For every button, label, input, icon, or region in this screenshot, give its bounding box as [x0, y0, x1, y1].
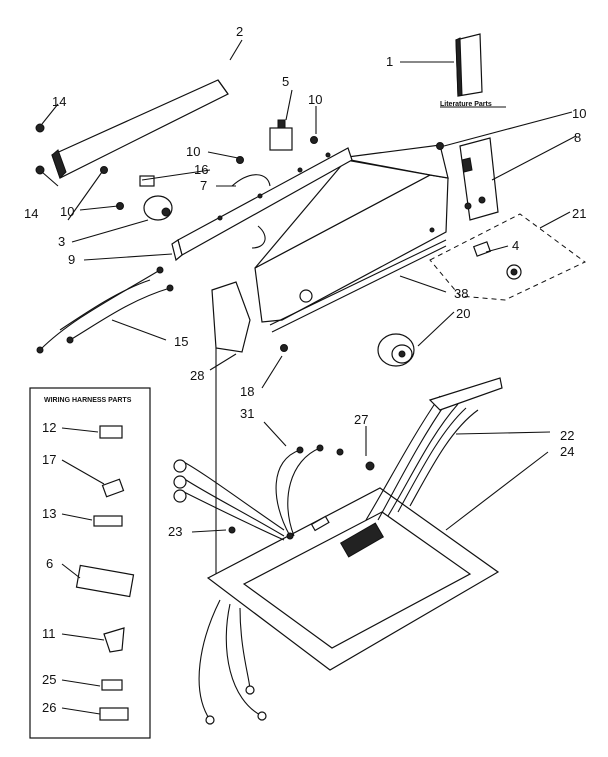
screw-10c [236, 156, 244, 164]
switch [269, 119, 293, 151]
console [254, 144, 449, 333]
callout-14-bottom: 14 [24, 206, 38, 221]
callout-14-top: 14 [52, 94, 66, 109]
callout-4: 4 [512, 238, 519, 253]
screw-10d [310, 136, 318, 144]
harness-15 [36, 266, 174, 354]
dashed-box-21 [429, 213, 586, 301]
callout-22: 22 [560, 428, 574, 443]
callout-10-cap: 10 [572, 106, 586, 121]
callout-23: 23 [168, 524, 182, 539]
callout-28: 28 [190, 368, 204, 383]
callout-25: 25 [42, 672, 56, 687]
callout-1: 1 [386, 54, 393, 69]
callout-13: 13 [42, 506, 56, 521]
end-panel [211, 281, 251, 580]
light-socket [472, 241, 522, 280]
harness-22 [365, 377, 503, 521]
harness-left [173, 459, 285, 541]
callout-2: 2 [236, 24, 243, 39]
screw-27 [365, 461, 375, 471]
callout-24: 24 [560, 444, 574, 459]
callout-21: 21 [572, 206, 586, 221]
harness-bottom [198, 599, 267, 725]
callout-5: 5 [282, 74, 289, 89]
callout-12: 12 [42, 420, 56, 435]
callout-20: 20 [456, 306, 470, 321]
top-panel [206, 487, 500, 671]
screw-10e [436, 142, 444, 150]
callout-27: 27 [354, 412, 368, 427]
screw-14-top [35, 123, 45, 133]
timer [139, 175, 173, 221]
bracket [171, 147, 353, 262]
screw-23 [228, 526, 236, 534]
callout-26: 26 [42, 700, 56, 715]
callout-31: 31 [240, 406, 254, 421]
callout-3: 3 [58, 234, 65, 249]
callout-18: 18 [240, 384, 254, 399]
callout-38: 38 [454, 286, 468, 301]
callout-numbers: 2 1 14 14 5 10 10 10 10 16 7 3 9 8 21 4 … [24, 24, 586, 715]
literature-label: Literature Parts [440, 101, 492, 108]
callout-16: 16 [194, 162, 208, 177]
leader-lines [41, 39, 577, 715]
harness-31 [275, 444, 344, 540]
callout-17: 17 [42, 452, 56, 467]
screw-10a [100, 166, 108, 174]
callout-9: 9 [68, 252, 75, 267]
callout-11: 11 [42, 626, 56, 641]
knob [377, 333, 415, 367]
harness-parts-box: WIRING HARNESS PARTS [29, 387, 151, 739]
literature-parts: Literature Parts [440, 33, 506, 108]
screw-18 [280, 344, 288, 352]
callout-10-bracket: 10 [186, 144, 200, 159]
callout-8: 8 [574, 130, 581, 145]
end-cap [459, 137, 499, 221]
control-panel-back [51, 79, 229, 179]
callout-10-left: 10 [60, 204, 74, 219]
callout-6: 6 [46, 556, 53, 571]
callout-15: 15 [174, 334, 188, 349]
harness-box-title: WIRING HARNESS PARTS [44, 397, 132, 404]
callout-10-switch: 10 [308, 92, 322, 107]
callout-7: 7 [200, 178, 207, 193]
